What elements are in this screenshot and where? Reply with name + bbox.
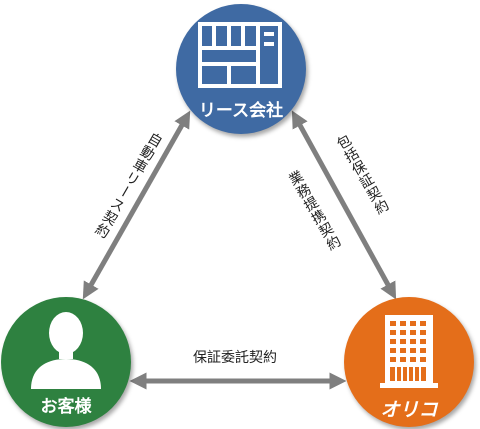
lease-company-label: リース会社 (198, 101, 284, 121)
person-silhouette-icon (31, 312, 101, 389)
lease-company-node: リース会社 (176, 4, 306, 134)
arrow-customer-lease (82, 110, 191, 300)
customer-node: お客様 (1, 297, 131, 427)
guarantee-commission-contract-label: 保証委託契約 (193, 350, 277, 366)
office-building-icon (380, 315, 438, 388)
arrow-lease-orico (291, 110, 397, 300)
building-gate-icon (198, 22, 282, 88)
orico-label: オリコ (380, 399, 438, 421)
customer-label: お客様 (40, 397, 92, 417)
orico-node: オリコ (344, 297, 474, 427)
